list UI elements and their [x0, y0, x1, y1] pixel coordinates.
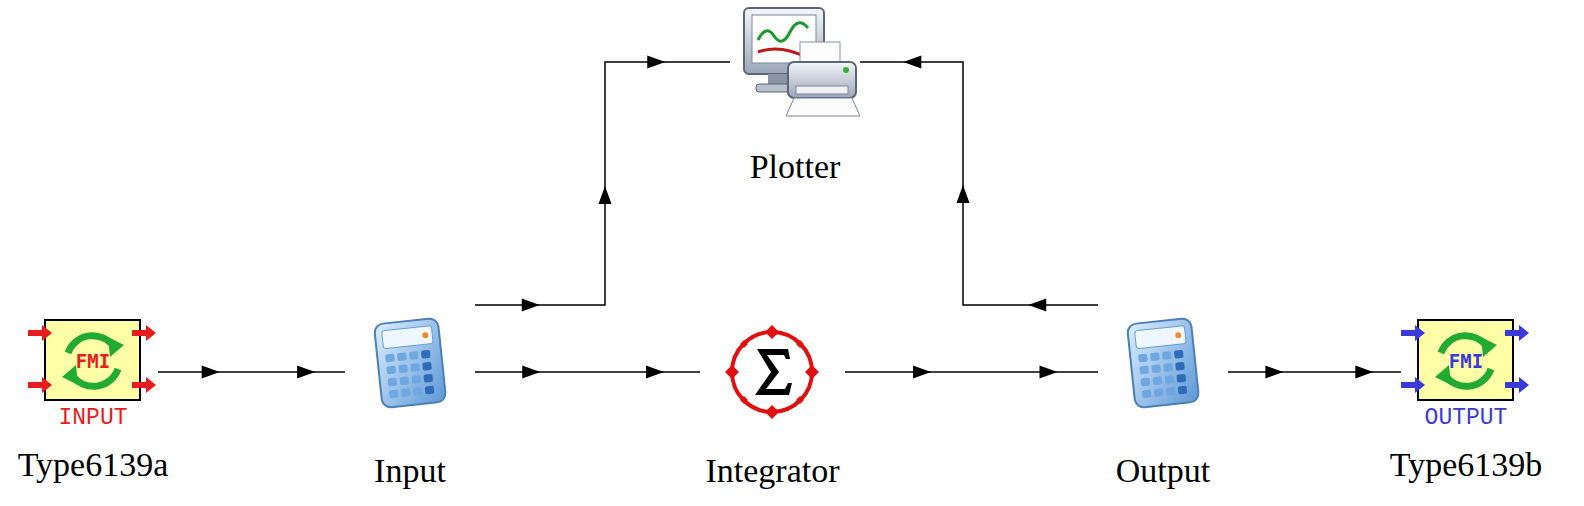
connector: [860, 56, 1098, 312]
connector: [1228, 366, 1401, 379]
connector: [845, 366, 1098, 379]
node-label: Type6139a: [18, 446, 169, 483]
fmi-input-node: FMIINPUTType6139a: [28, 315, 158, 435]
io-tag: OUTPUT: [1425, 407, 1508, 430]
plotter-node: Plotter: [730, 2, 860, 124]
icon-text: FMI: [1449, 350, 1483, 372]
node-label: Integrator: [705, 452, 839, 489]
calculator-node: Output: [1098, 315, 1228, 410]
connector: [158, 366, 345, 379]
node-icon: [1098, 315, 1228, 410]
io-tag: INPUT: [58, 407, 127, 430]
node-label: Plotter: [750, 148, 841, 185]
fmi-output-node: FMIOUTPUTType6139b: [1401, 315, 1531, 435]
integrator-node: Integrator: [700, 325, 845, 420]
node-label: Type6139b: [1390, 446, 1543, 483]
connector: [475, 366, 700, 379]
icon-text: FMI: [76, 350, 110, 372]
node-icon: [345, 315, 475, 410]
node-icon: [700, 325, 845, 420]
node-label: Input: [374, 452, 446, 489]
node-icon: [730, 2, 860, 124]
calculator-node: Input: [345, 315, 475, 410]
connector: [475, 56, 730, 312]
node-label: Output: [1116, 452, 1210, 489]
